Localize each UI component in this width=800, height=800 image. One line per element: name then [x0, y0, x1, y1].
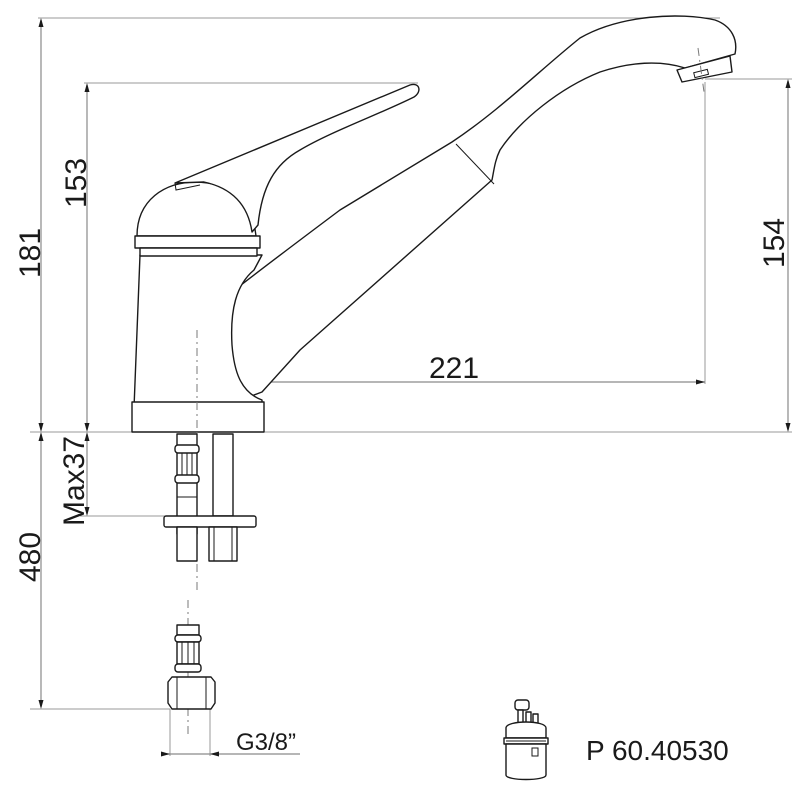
dim-label-480: 480 — [14, 532, 47, 582]
aerator — [676, 55, 733, 83]
dimension-max-deck-thickness: Max37 — [58, 432, 91, 526]
mounting-hardware — [163, 433, 257, 562]
dimension-overall-height: 181 — [14, 18, 47, 432]
dimension-lever-height: 153 — [60, 83, 93, 432]
hex-nut — [167, 676, 216, 710]
hose-connector — [167, 624, 216, 710]
dim-label-181: 181 — [14, 228, 47, 278]
dim-label-g38: G3/8” — [236, 729, 296, 756]
faucet-body — [131, 15, 737, 735]
cartridge-icon — [503, 699, 549, 781]
handle-collar — [134, 235, 261, 249]
base-ring — [131, 401, 265, 433]
faucet-column — [133, 254, 263, 409]
dimension-connection-thread: G3/8” — [161, 729, 300, 757]
lever — [174, 83, 420, 233]
dimension-spout-outlet-height: 154 — [758, 79, 791, 432]
cartridge-part-number: P 60.40530 — [586, 735, 729, 766]
dim-label-221: 221 — [429, 352, 479, 385]
dim-label-max37: Max37 — [58, 436, 91, 526]
dim-label-153: 153 — [60, 158, 93, 208]
mounting-washer — [163, 515, 257, 528]
spout — [227, 15, 737, 399]
dimension-hose-length: 480 — [14, 432, 47, 709]
dim-label-154: 154 — [758, 218, 791, 268]
